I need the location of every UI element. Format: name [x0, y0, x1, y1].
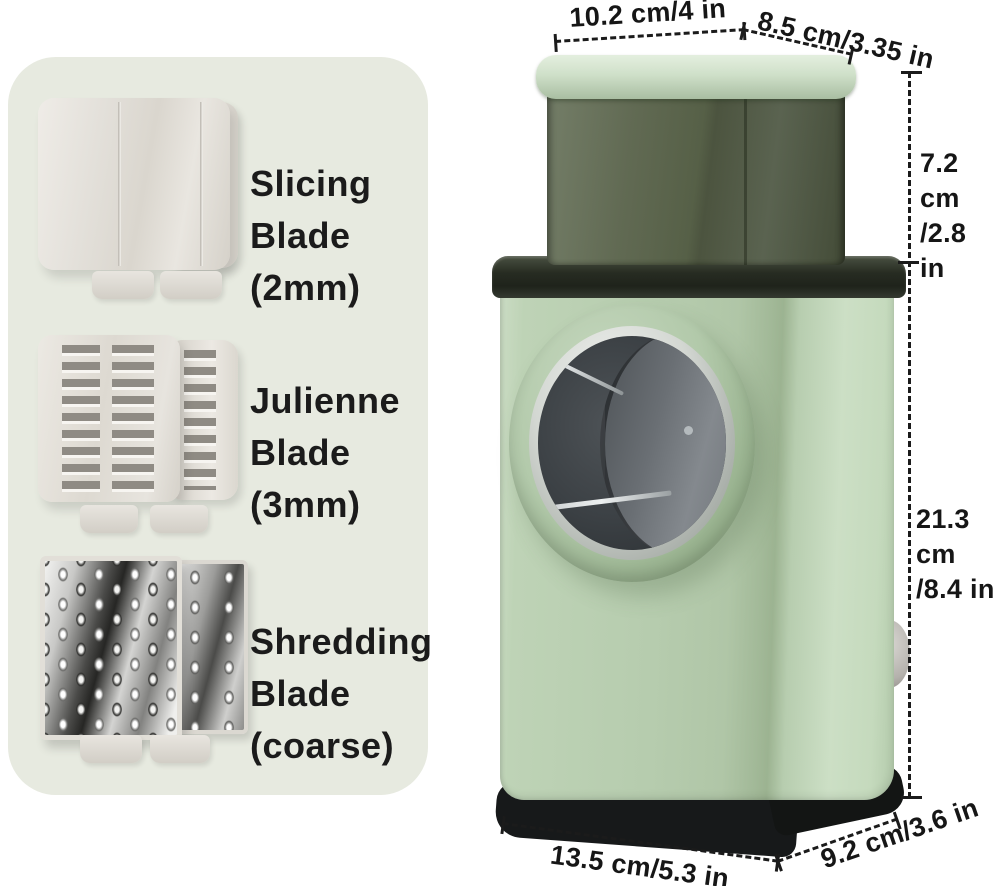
inner-chute — [600, 336, 726, 550]
dimension-label-hopper-height: 7.2 cm /2.8 in — [920, 148, 967, 284]
axle-screw — [684, 426, 693, 435]
julienne-blade-tab — [80, 505, 138, 533]
shredding-blade-label: Shredding Blade (coarse) — [250, 621, 433, 767]
dimension-tick-hopper-body-split — [898, 261, 919, 264]
shredding-blade-plate — [40, 556, 182, 740]
julienne-blade-back-drum — [172, 340, 238, 500]
julienne-slot-column — [62, 345, 100, 492]
slicing-blade-tab — [92, 271, 154, 299]
julienne-blade-label: Julienne Blade (3mm) — [250, 380, 401, 526]
julienne-slot-column — [112, 345, 154, 492]
shredding-blade-tab — [80, 735, 142, 763]
slicing-blade-drum — [38, 98, 230, 270]
slicing-blade-tab — [160, 271, 222, 299]
dimension-label-body-height: 21.3 cm /8.4 in — [916, 504, 995, 605]
julienne-blade-drum — [38, 335, 180, 502]
hopper-chute — [547, 88, 845, 265]
dimension-line-right-height — [901, 71, 922, 799]
shredding-blade-back-plate — [174, 560, 248, 734]
drum-cavity — [538, 336, 726, 550]
hopper-lid-rim — [536, 55, 856, 99]
shredding-blade-tab — [150, 735, 210, 763]
blade-frame-rod — [552, 358, 625, 396]
julienne-blade-tab — [150, 505, 208, 533]
julienne-slot-column — [184, 350, 216, 490]
slicing-blade-label: Slicing Blade (2mm) — [250, 163, 372, 309]
blade-options-panel: Slicing Blade (2mm) Julienne Blade (3mm)… — [8, 57, 433, 795]
